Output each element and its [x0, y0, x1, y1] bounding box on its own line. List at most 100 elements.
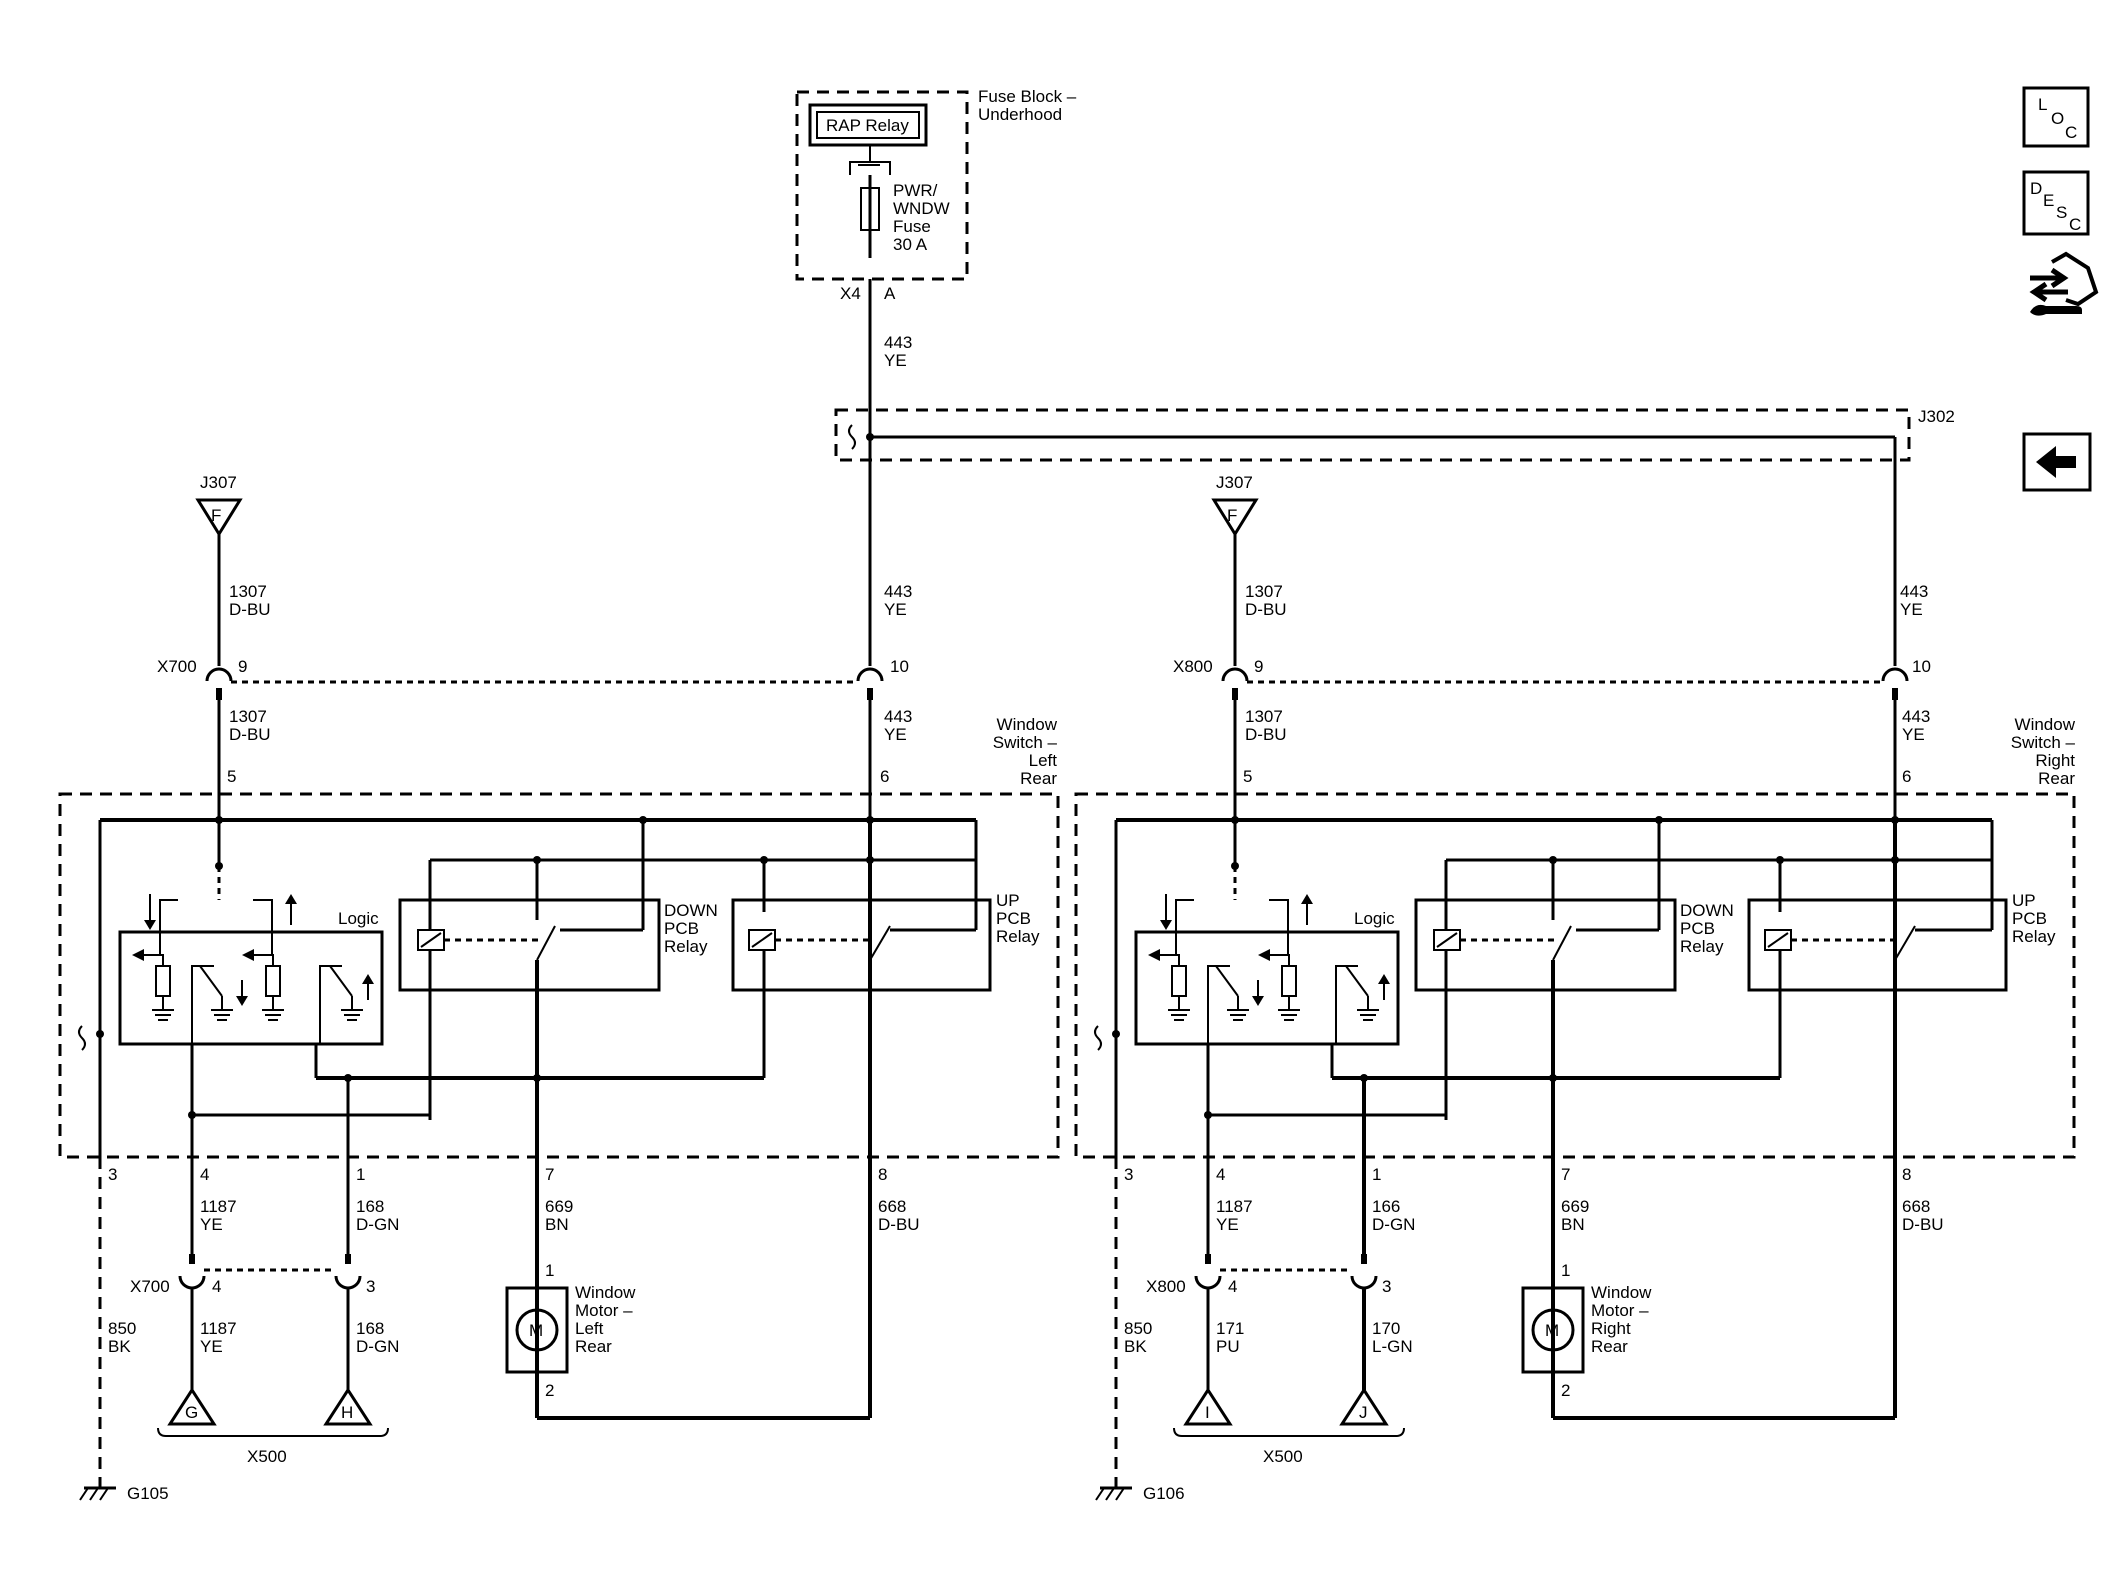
left-terminal-h: H: [341, 1403, 353, 1422]
left-ground-label: G105: [127, 1484, 169, 1503]
right-circuit: F J307 1307 D-BU 443 YE X800 9 10 1307 D…: [1074, 473, 2076, 1503]
right-850-circuit: 850: [1124, 1319, 1152, 1338]
right-pin-8: 8: [1902, 1165, 1911, 1184]
right-lower-pin-4: 4: [1228, 1277, 1237, 1296]
right-window-switch: [1074, 792, 2076, 1159]
left-lower-connector: X700: [130, 1277, 170, 1296]
left-down-relay-2: PCB: [664, 919, 699, 938]
right-lower-a-circuit: 171: [1216, 1319, 1244, 1338]
feed-color: YE: [884, 351, 907, 370]
loc-letter-l: L: [2038, 95, 2047, 114]
fuse-connector: X4: [840, 284, 861, 303]
left-module-label-4: Rear: [1020, 769, 1057, 788]
fuse-block-label-2: Underhood: [978, 105, 1062, 124]
left-668-circuit: 668: [878, 1197, 906, 1216]
right-pin-4: 4: [1216, 1165, 1225, 1184]
left-lower-a-circuit: 1187: [200, 1319, 237, 1338]
right-module-label-1: Window: [2015, 715, 2076, 734]
left-1187-color: YE: [200, 1215, 223, 1234]
fuse-name-3: Fuse: [893, 217, 931, 236]
left-motor-symbol: M: [529, 1321, 543, 1340]
right-lower-connector: X800: [1146, 1277, 1186, 1296]
loc-letter-o: O: [2051, 109, 2064, 128]
splice-j302: J302: [834, 407, 1955, 666]
right-1307-circuit-2: 1307: [1245, 707, 1283, 726]
right-jumper-label: J307: [1216, 473, 1253, 492]
right-pin-1: 1: [1372, 1165, 1381, 1184]
left-850-circuit: 850: [108, 1319, 136, 1338]
fuse-rating: 30 A: [893, 235, 928, 254]
left-168-circuit: 168: [356, 1197, 384, 1216]
right-pin-5: 5: [1243, 767, 1252, 786]
right-motor-label-3: Right: [1591, 1319, 1631, 1338]
left-up-relay-3: Relay: [996, 927, 1040, 946]
right-pin-6: 6: [1902, 767, 1911, 786]
left-module-label-3: Left: [1029, 751, 1058, 770]
right-x500-label: X500: [1263, 1447, 1303, 1466]
right-down-relay-3: Relay: [1680, 937, 1724, 956]
left-down-relay-3: Relay: [664, 937, 708, 956]
right-up-relay-2: PCB: [2012, 909, 2047, 928]
left-pin-5: 5: [227, 767, 236, 786]
right-x800-label: X800: [1173, 657, 1213, 676]
loc-icon[interactable]: L O C: [2022, 86, 2090, 148]
right-module-label-3: Right: [2035, 751, 2075, 770]
right-668-circuit: 668: [1902, 1197, 1930, 1216]
right-lower-pin-3: 3: [1382, 1277, 1391, 1296]
right-1307-circuit: 1307: [1245, 582, 1283, 601]
right-up-relay-1: UP: [2012, 891, 2036, 910]
right-jumper-pin: F: [1227, 506, 1237, 525]
rap-relay-label: RAP Relay: [826, 116, 909, 135]
left-logic-label: Logic: [338, 909, 379, 928]
left-pin-9: 9: [238, 657, 247, 676]
right-motor-symbol: M: [1545, 1321, 1559, 1340]
loc-letter-c: C: [2065, 123, 2077, 142]
left-669-circuit: 669: [545, 1197, 573, 1216]
left-pin-1: 1: [356, 1165, 365, 1184]
right-pin-9: 9: [1254, 657, 1263, 676]
left-168-color: D-GN: [356, 1215, 399, 1234]
left-443-circuit-2: 443: [884, 707, 912, 726]
left-lower-a-color: YE: [200, 1337, 223, 1356]
right-443-color: YE: [1900, 600, 1923, 619]
right-pin-3: 3: [1124, 1165, 1133, 1184]
desc-icon[interactable]: D E S C: [2022, 170, 2090, 236]
right-443-circuit-2: 443: [1902, 707, 1930, 726]
left-lower-b-circuit: 168: [356, 1319, 384, 1338]
left-443-color-2: YE: [884, 725, 907, 744]
left-850-color: BK: [108, 1337, 131, 1356]
left-motor-label-4: Rear: [575, 1337, 612, 1356]
right-166-circuit: 166: [1372, 1197, 1400, 1216]
right-down-relay-2: PCB: [1680, 919, 1715, 938]
left-module-label-1: Window: [997, 715, 1058, 734]
left-pin-6: 6: [880, 767, 889, 786]
left-443-circuit: 443: [884, 582, 912, 601]
left-1307-circuit: 1307: [229, 582, 267, 601]
back-arrow-icon[interactable]: [2022, 432, 2092, 492]
fuse-name-2: WNDW: [893, 199, 950, 218]
right-669-circuit: 669: [1561, 1197, 1589, 1216]
right-lower-b-circuit: 170: [1372, 1319, 1400, 1338]
left-terminal-g: G: [185, 1403, 198, 1422]
desc-letter-s: S: [2056, 203, 2067, 222]
left-pin-10: 10: [890, 657, 909, 676]
left-669-color: BN: [545, 1215, 569, 1234]
left-668-color: D-BU: [878, 1215, 920, 1234]
left-lower-b-color: D-GN: [356, 1337, 399, 1356]
left-motor-label-2: Motor –: [575, 1301, 633, 1320]
right-down-relay-1: DOWN: [1680, 901, 1734, 920]
fuse-block: RAP Relay Fuse Block – Underhood PWR/ WN…: [795, 87, 1077, 303]
right-ground-label: G106: [1143, 1484, 1185, 1503]
right-terminal-i: I: [1205, 1403, 1210, 1422]
right-166-color: D-GN: [1372, 1215, 1415, 1234]
connector-view-icon[interactable]: [2029, 251, 2099, 316]
feed-circuit: 443: [884, 333, 912, 352]
desc-letter-e: E: [2043, 191, 2054, 210]
right-up-relay-3: Relay: [2012, 927, 2056, 946]
fuse-pin: A: [884, 284, 896, 303]
desc-letter-c: C: [2069, 215, 2081, 234]
left-x700-label: X700: [157, 657, 197, 676]
left-1187-circuit: 1187: [200, 1197, 237, 1216]
left-circuit: F J307 1307 D-BU 443 YE X700 9 10 1307 D…: [58, 473, 1060, 1503]
